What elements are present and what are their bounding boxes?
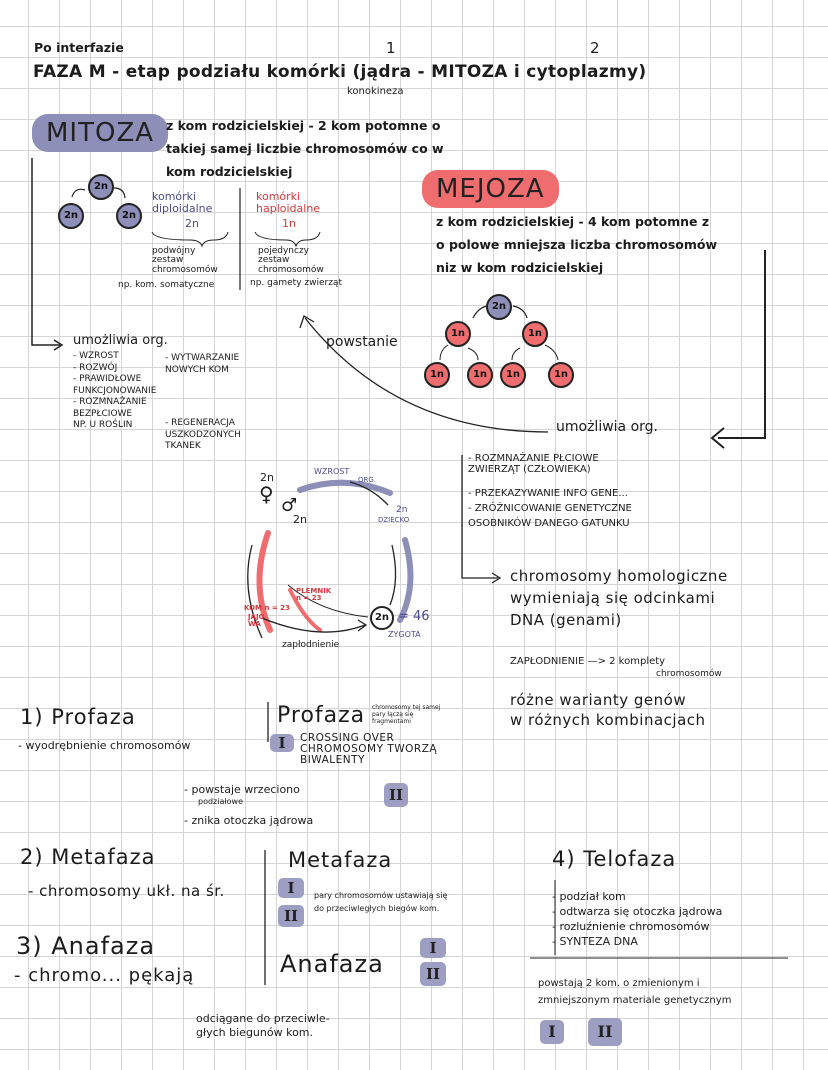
haploid-value: 1n — [282, 217, 296, 230]
mitoza-child-cell: 2n — [58, 203, 84, 229]
otoczka-note: - znika otoczka jądrowa — [184, 814, 314, 827]
metafaza-right-title: Metafaza — [288, 848, 393, 872]
roman-two-badge: II — [278, 905, 304, 927]
mitoza-parent-cell: 2n — [88, 174, 114, 200]
mitoza-child-cell: 2n — [116, 203, 142, 229]
roman-two-badge: II — [588, 1018, 622, 1046]
chromosomow-note: chromosomów — [656, 669, 722, 679]
anafaza-left-note: - chromo... pękają — [14, 965, 195, 986]
wzrost-label: WZROST — [314, 467, 350, 476]
anafaza-left-title: 3) Anafaza — [16, 932, 156, 960]
mejoza-child-cell: 1n — [467, 362, 493, 388]
roman-one-badge: I — [278, 878, 304, 898]
mejoza-mid-cell: 1n — [445, 321, 471, 347]
mejoza-child-cell: 1n — [500, 362, 526, 388]
mejoza-mid-cell: 1n — [522, 321, 548, 347]
roman-one-badge: I — [270, 734, 294, 752]
konokineza-label: konokineza — [347, 86, 404, 97]
zygota-label: ZYGOTA — [388, 630, 421, 639]
telofaza-title: 4) Telofaza — [552, 847, 677, 871]
female-2n: 2n — [260, 471, 274, 484]
org-label: ORG. — [358, 476, 377, 484]
telofaza-list: - podział kom- odtwarza się otoczka jądr… — [552, 890, 723, 948]
number-two: 2 — [590, 39, 600, 57]
mitoza-badge: MITOZA — [32, 114, 169, 152]
subtitle: Po interfazie — [34, 40, 124, 55]
page-title: FAZA M - etap podziału komórki (jądra - … — [33, 62, 647, 82]
number-one: 1 — [386, 39, 396, 57]
zaplodnienie-label: zapłodnienie — [282, 640, 340, 650]
female-icon: ♀ — [259, 482, 274, 506]
roman-one-badge: I — [420, 938, 446, 958]
anafaza-right-title: Anafaza — [280, 950, 384, 978]
mejoza-child-cell: 1n — [424, 362, 450, 388]
metafaza-left-note: - chromosomy ukł. na śr. — [28, 882, 225, 900]
powstanie-label: powstanie — [326, 334, 398, 350]
mejoza-enables-title: umożliwia org. — [556, 419, 658, 435]
roman-two-badge: II — [420, 962, 446, 986]
zygote-value: = 46 — [398, 609, 430, 624]
zaplodnienie-note: ZAPŁODNIENIE —> 2 komplety — [510, 656, 666, 667]
diploid-example: np. kom. somatyczne — [118, 280, 215, 290]
roman-one-badge: I — [540, 1020, 564, 1044]
metafaza-left-title: 2) Metafaza — [20, 845, 156, 869]
profaza-left-note: - wyodrębnienie chromosomów — [18, 739, 191, 752]
mejoza-parent-cell: 2n — [486, 294, 512, 320]
haploid-example: np. gamety zwierząt — [250, 278, 342, 288]
male-icon: ♂ — [281, 495, 298, 516]
roman-two-badge: II — [384, 783, 408, 807]
profaza-left-title: 1) Profaza — [20, 705, 136, 729]
anafaza-bottom-note: odciągane do przeciwle-głych biegunów ko… — [196, 1012, 330, 1039]
kom-label: KOM n = 23 — [244, 604, 290, 612]
mejoza-badge: MEJOZA — [422, 170, 559, 208]
child-2n: 2n — [396, 505, 408, 515]
child-label: DZIECKO — [378, 516, 410, 524]
diploid-value: 2n — [185, 217, 199, 230]
mejoza-child-cell: 1n — [548, 362, 574, 388]
mejoza-enables-list-2: - PRZEKAZYWANIE INFO GENE...- ZRÓŻNICOWA… — [468, 488, 632, 529]
zygote-cell: 2n — [370, 606, 394, 630]
profaza-right-title: Profaza — [277, 703, 366, 728]
male-2n: 2n — [293, 513, 307, 526]
mitoza-enables-title: umożliwia org. — [73, 333, 168, 348]
